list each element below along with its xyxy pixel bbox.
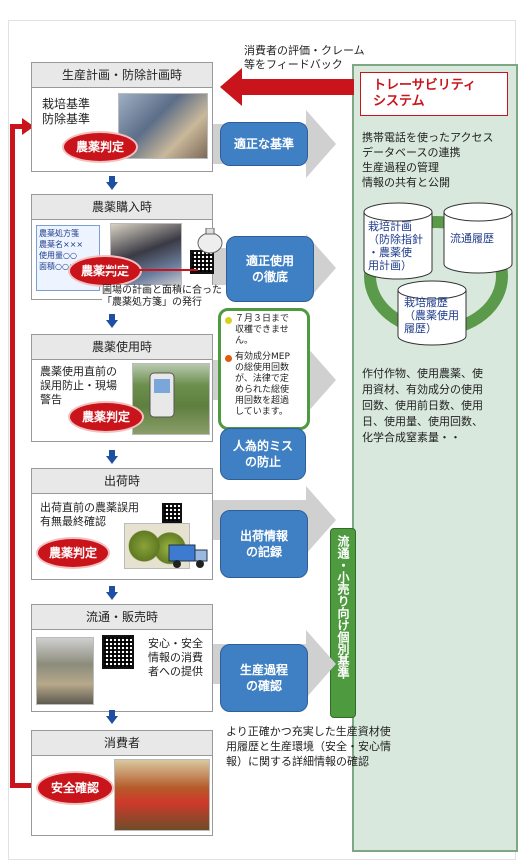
purchase-red-line	[102, 269, 198, 271]
store-photo	[36, 637, 94, 705]
stage-distribution-title: 流通・販売時	[32, 605, 212, 630]
mobile-phone-icon	[149, 372, 175, 418]
label-proper-standards-text: 適正な基準	[233, 137, 294, 151]
stage-planning-text: 栽培基準 防除基準	[42, 97, 91, 126]
stage-shipping: 出荷時 出荷直前の農薬誤用 有無最終確認 農薬判定	[31, 468, 213, 580]
truck-icon	[168, 544, 208, 568]
label-process-check: 生産過程 の確認	[220, 644, 308, 712]
cylinder-plan-label: 栽培計画 （防除指針 ・農薬使 用計画）	[368, 220, 423, 272]
feedback-loop-bottom	[10, 783, 32, 788]
stage-usage-title: 農薬使用時	[32, 335, 212, 360]
label-human-error-text: 人為的ミス の防止	[232, 439, 293, 469]
label-process-check-text: 生産過程 の確認	[239, 663, 288, 693]
stage-distribution: 流通・販売時 安心・安全 情報の消費 者への提供	[31, 604, 213, 712]
cylinder-distribution	[443, 202, 513, 274]
stage-shipping-title: 出荷時	[32, 469, 212, 494]
warning-dot-yellow	[225, 317, 232, 324]
stage-consumer-title: 消費者	[32, 731, 212, 756]
stage-planning-badge: 農薬判定	[62, 131, 138, 163]
stage-usage-badge: 農薬判定	[68, 401, 144, 433]
cylinder-distribution-label: 流通履歴	[450, 232, 494, 245]
label-shipping-record-text: 出荷情報 の記録	[239, 529, 288, 559]
label-proper-use: 適正使用 の徹底	[226, 236, 314, 302]
stage-planning: 生産計画・防除計画時 栽培基準 防除基準 農薬判定	[31, 62, 213, 172]
stage-consumer-badge: 安全確認	[36, 771, 114, 805]
shipping-qr-code	[162, 503, 182, 523]
flow-arrow-4	[106, 586, 118, 600]
system-bullet-1: 携帯電話を使ったアクセス	[362, 131, 494, 144]
system-bullet-2: データベースの連携	[362, 146, 461, 159]
phone-warning-message-2: 有効成分MEP の総使用回数 が、法律で定 められた総使 用回数を超過 していま…	[235, 352, 290, 417]
stage-planning-title: 生産計画・防除計画時	[32, 63, 212, 88]
flow-arrow-3	[106, 450, 118, 464]
system-bullet-4: 情報の共有と公開	[362, 176, 450, 189]
system-bullet-3: 生産過程の管理	[362, 161, 439, 174]
prescription-slip-text: 農薬処方箋 農薬名××× 使用量○○ 面積○○a	[39, 229, 84, 271]
distribution-qr-code	[102, 635, 134, 669]
system-bullets: 携帯電話を使ったアクセス データベースの連携 生産過程の管理 情報の共有と公開	[362, 130, 512, 190]
stage-purchase-title: 農薬購入時	[32, 195, 212, 220]
flow-arrow-5	[106, 710, 118, 724]
stage-usage-text: 農薬使用直前の 誤用防止・現場 警告	[40, 365, 117, 406]
stage-shipping-text: 出荷直前の農薬誤用 有無最終確認	[40, 501, 139, 528]
system-title: トレーサビリティ システム	[373, 78, 476, 109]
retail-standard-bar: 流通・小売り向け個別基準	[330, 528, 356, 718]
system-bottom-note: より正確かつ充実した生産資材使 用履歴と生産環境（安全・安心情 報）に関する詳細…	[226, 725, 391, 768]
system-title-box: トレーサビリティ システム	[360, 72, 508, 116]
traceability-system-panel	[352, 64, 518, 852]
stage-consumer: 消費者 安全確認	[31, 730, 213, 836]
system-details: 作付作物、使用農薬、使 用資材、有効成分の使用 回数、使用前日数、使用 日、使用…	[362, 367, 483, 444]
phone-warning-message-1: ７月３日まで 収穫できませ ん。	[235, 314, 290, 346]
phone-warning-bubble: ７月３日まで 収穫できませ ん。 有効成分MEP の総使用回数 が、法律で定 め…	[218, 308, 310, 430]
stage-purchase: 農薬購入時 農薬処方箋 農薬名××× 使用量○○ 面積○○a 農薬判定	[31, 194, 213, 300]
stage-shipping-badge: 農薬判定	[36, 537, 110, 569]
flow-arrow-2	[106, 314, 118, 328]
label-shipping-record: 出荷情報 の記録	[220, 510, 308, 578]
feedback-text: 消費者の評価・クレーム 等をフィードバック	[244, 44, 365, 71]
feedback-arrow	[220, 68, 354, 106]
warning-dot-red	[225, 355, 232, 362]
retail-standard-label: 流通・小売り向け個別基準	[336, 535, 350, 679]
label-proper-standards: 適正な基準	[220, 122, 308, 166]
cylinder-plan	[363, 202, 433, 280]
feedback-loop-line	[10, 126, 15, 788]
bottle-icon	[197, 228, 223, 254]
stage-purchase-badge: 農薬判定	[68, 255, 142, 287]
database-cylinders	[363, 202, 513, 346]
stage-usage: 農薬使用時 農薬使用直前の 誤用防止・現場 警告 農薬判定	[31, 334, 213, 442]
label-human-error: 人為的ミス の防止	[220, 428, 306, 480]
consumer-photo	[114, 759, 210, 831]
feedback-loop-arrowhead	[10, 118, 34, 135]
flow-arrow-1	[106, 176, 118, 190]
stage-distribution-text: 安心・安全 情報の消費 者への提供	[148, 637, 203, 678]
cylinder-history-label: 栽培履歴 （農薬使用 履歴）	[404, 296, 459, 335]
cylinder-history	[397, 280, 467, 346]
label-proper-use-text: 適正使用 の徹底	[245, 254, 294, 284]
